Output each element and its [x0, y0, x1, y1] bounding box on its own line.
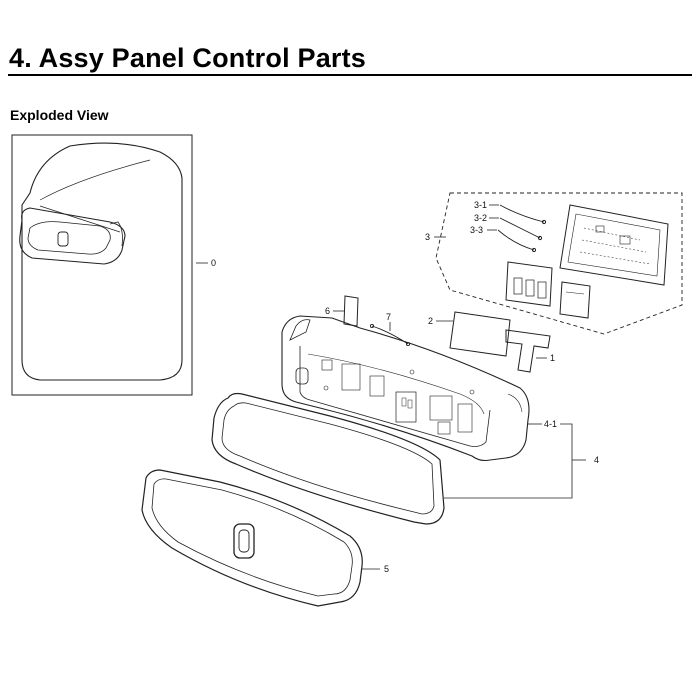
pcb-group-boundary: [435, 192, 683, 335]
callout-label-6: 6: [325, 306, 330, 316]
callout-1: 1: [536, 353, 555, 363]
callout-label-7: 7: [386, 312, 391, 322]
section-heading: Exploded View: [10, 107, 109, 123]
callout-label-4: 4: [594, 455, 599, 465]
bracket-pcb: [559, 281, 591, 319]
part-3-pcb-group: [435, 192, 683, 335]
cabinet-body: [21, 142, 183, 381]
assembly-panel: [19, 207, 126, 265]
part-4-gasket: [211, 392, 445, 525]
main-pcb: [559, 204, 669, 286]
part-0-assembly: [11, 134, 193, 396]
part-5-decoration-panel: [141, 469, 363, 607]
callout-2: 2: [428, 316, 453, 326]
callout-3-3: 3-3: [470, 225, 497, 235]
sub-pcb: [505, 261, 553, 307]
callout-4-1: 4-1: [528, 419, 557, 429]
part-2-sheet: [449, 311, 511, 357]
callout-3-1: 3-1: [474, 200, 499, 210]
callout-label-3: 3: [425, 232, 430, 242]
wire-3-2: [499, 217, 541, 239]
callout-label-3-3: 3-3: [470, 225, 483, 235]
callout-label-5: 5: [384, 564, 389, 574]
title-underline: [8, 74, 692, 76]
callout-0: 0: [196, 258, 216, 268]
callout-4: 4: [444, 423, 599, 499]
callout-3-2: 3-2: [474, 213, 499, 223]
part-6-label-sheet: [343, 295, 359, 327]
callout-label-1: 1: [550, 353, 555, 363]
wire-3-1: [499, 204, 545, 223]
callout-label-3-1: 3-1: [474, 200, 487, 210]
callout-3: 3: [425, 232, 446, 242]
page-title: 4. Assy Panel Control Parts: [9, 43, 367, 73]
callout-label-2: 2: [428, 316, 433, 326]
callout-6: 6: [325, 306, 344, 316]
callout-5: 5: [362, 564, 389, 574]
callout-label-0: 0: [211, 258, 216, 268]
part-4-1-panel-frame: [281, 315, 530, 462]
part-1-sheet: [505, 329, 551, 373]
callout-label-3-2: 3-2: [474, 213, 487, 223]
callout-7: 7: [386, 312, 391, 331]
panel-knob-window: [233, 523, 255, 559]
callout-label-4-1: 4-1: [544, 419, 557, 429]
wire-3-3: [497, 229, 535, 251]
assembly-frame: [11, 134, 193, 396]
